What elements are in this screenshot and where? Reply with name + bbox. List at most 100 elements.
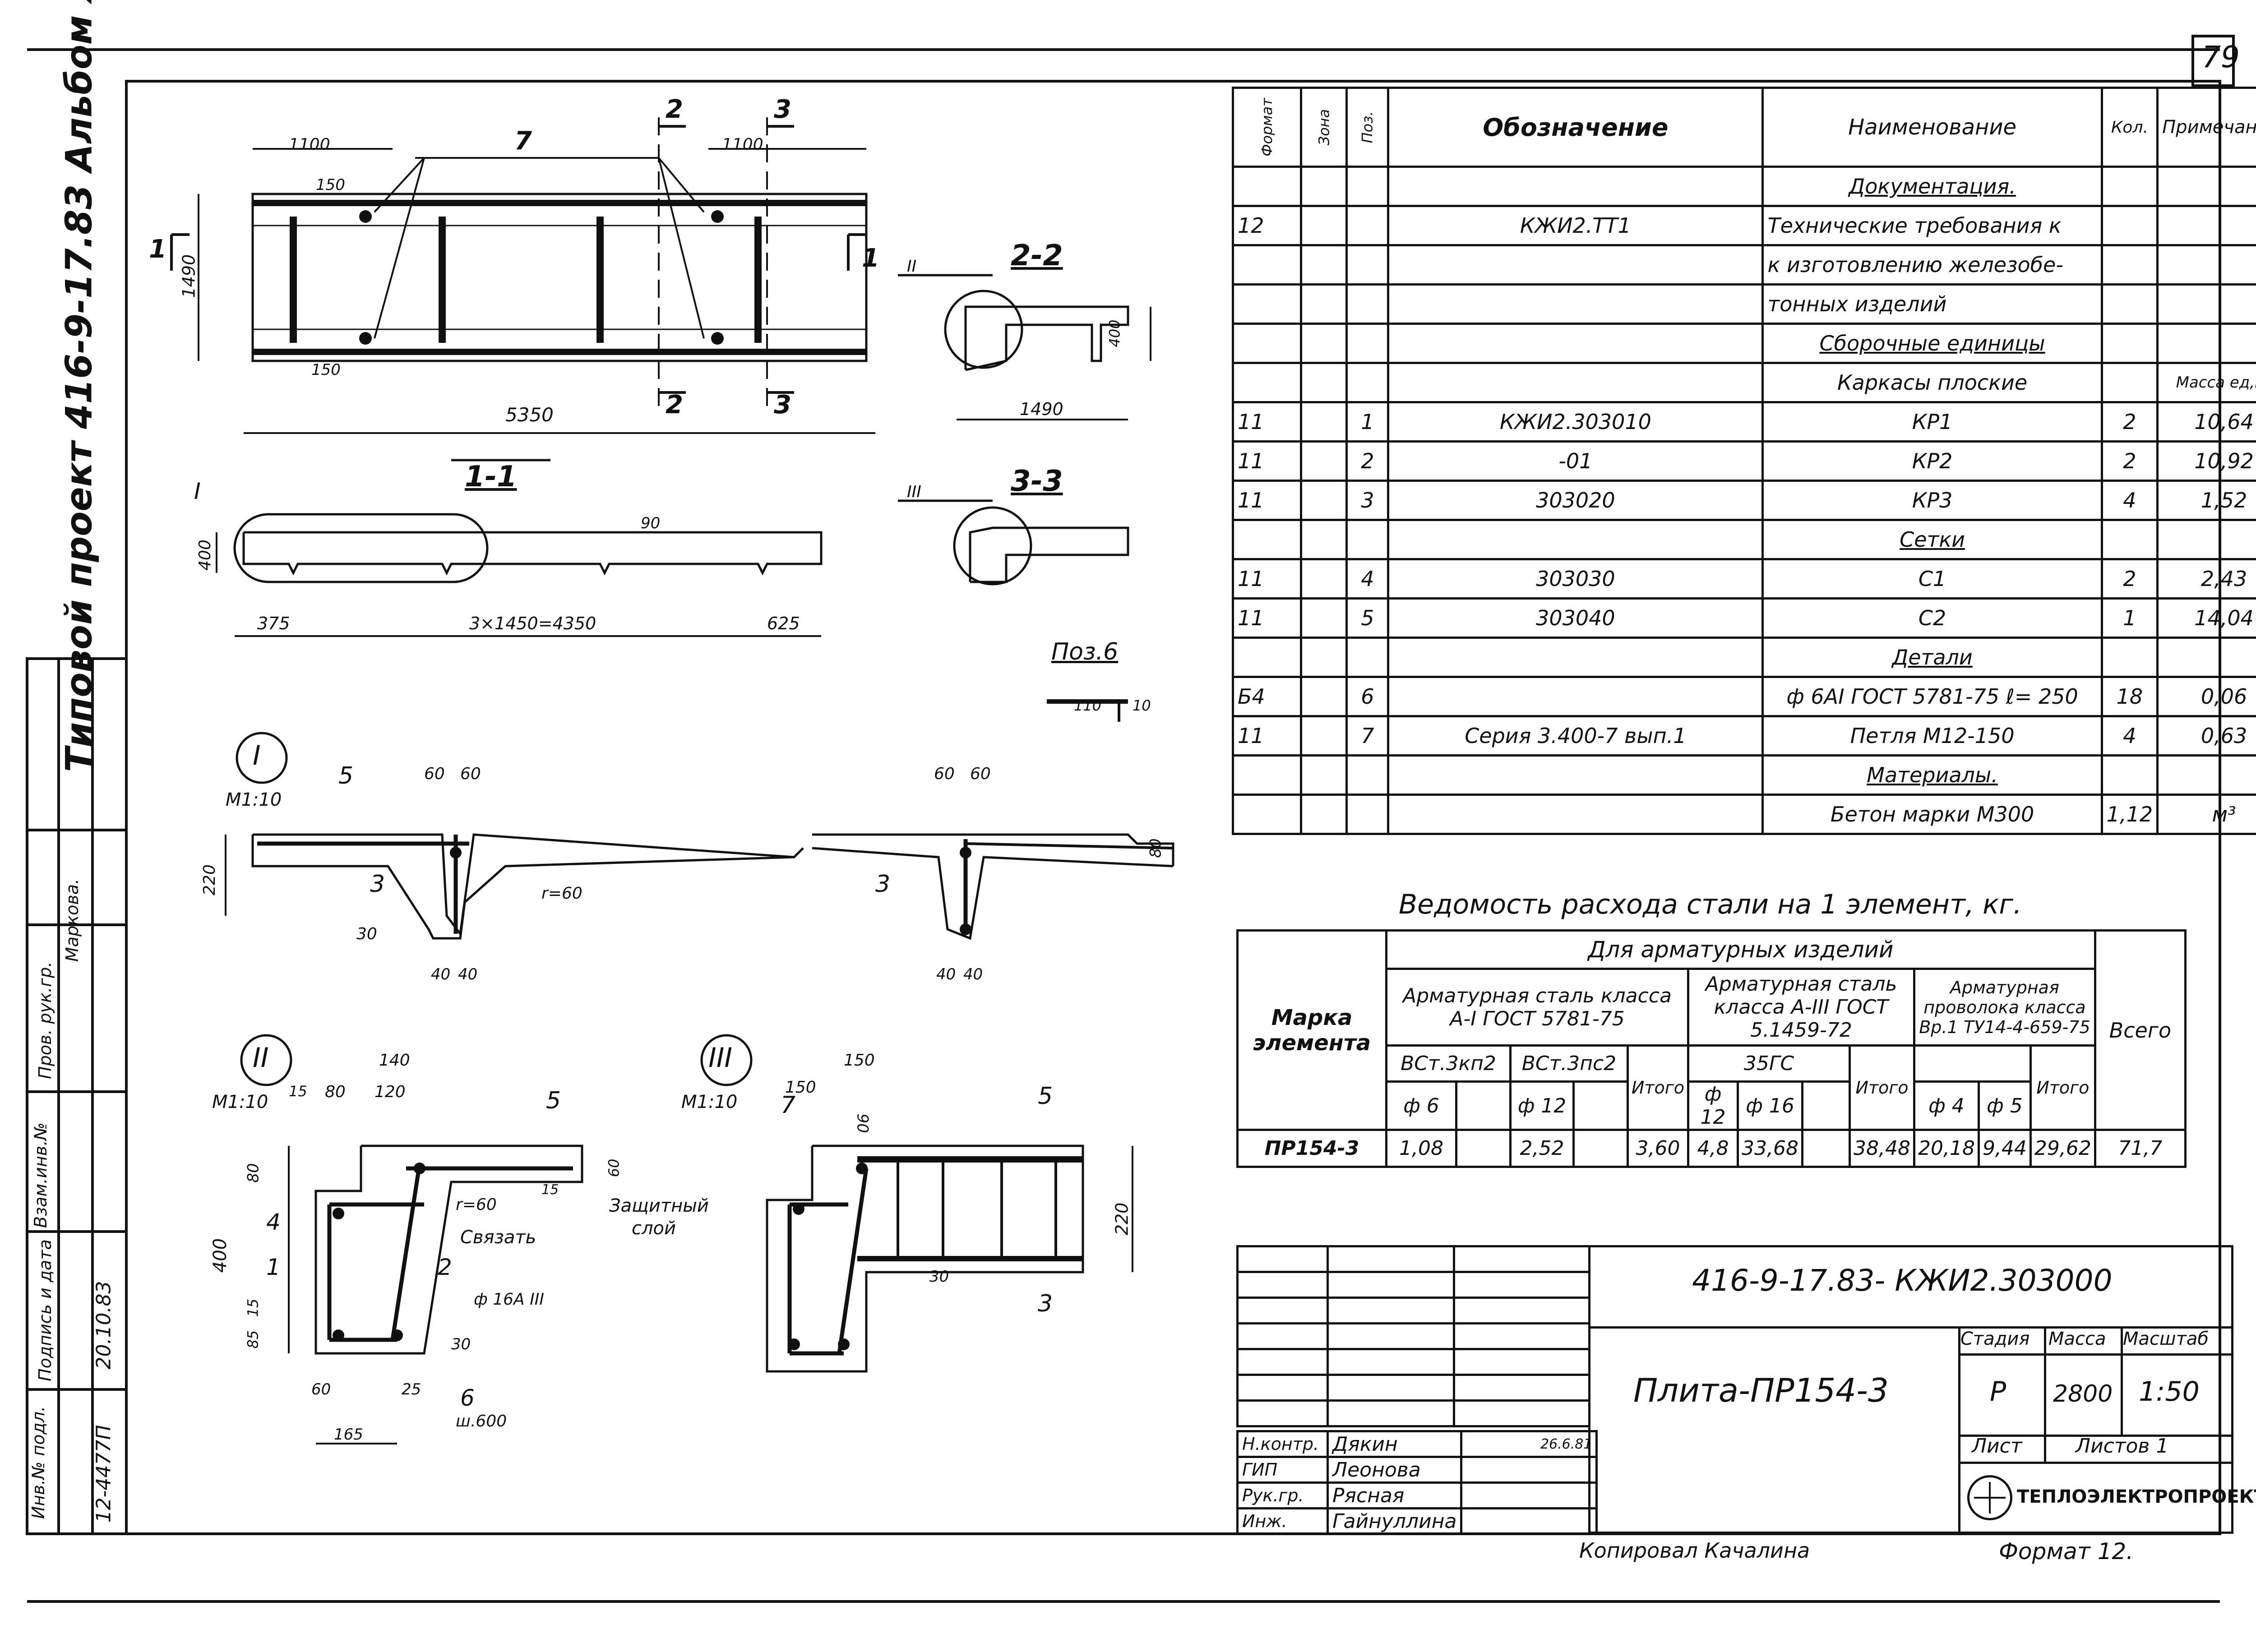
- side-stamp-label-inv-podl: Инв.№ подл.: [28, 1406, 48, 1519]
- spec-cell-qty: 18: [2100, 676, 2159, 717]
- plan-leader-7: 7: [514, 126, 532, 156]
- section-1-1-dim-90: 90: [641, 514, 661, 532]
- detail-2-label-pitch: ш.600: [456, 1412, 507, 1431]
- title-block-revision-row: [1236, 1245, 1590, 1273]
- detail-2-label-bar: ф 16А III: [474, 1290, 544, 1309]
- steel-value: 33,68: [1737, 1129, 1803, 1168]
- detail-1-dim-60-d: 60: [970, 765, 991, 783]
- detail-2-dim-80-side: 80: [244, 1163, 263, 1183]
- title-block-stage-header: Стадия: [1960, 1329, 2030, 1349]
- spec-cell-note: 0,63: [2156, 715, 2256, 757]
- detail-3-dim-90: 90: [853, 1113, 872, 1133]
- spec-cell-qty: [2100, 166, 2159, 207]
- detail-2-scale: М1:10: [212, 1092, 268, 1112]
- title-block-revision-cell: [1327, 1348, 1455, 1376]
- spec-cell-qty: [2100, 754, 2159, 796]
- steel-class-a3: Арматурная сталь класса А-III ГОСТ 5.145…: [1687, 968, 1915, 1047]
- section-2-2-dim-1490: 1490: [1020, 399, 1063, 419]
- signature-date: 26.6.81: [1460, 1430, 1598, 1458]
- org-logo-icon: [1967, 1475, 2012, 1520]
- steel-diameter-row: ф 6 ф 12 ф 12 ф 16 ф 4 ф 5: [1238, 1080, 2186, 1131]
- spec-cell-format: [1232, 323, 1302, 364]
- spec-header-format: Формат: [1232, 87, 1302, 168]
- detail-1-label-3-left: 3: [370, 871, 385, 898]
- spec-cell-note: [2156, 283, 2256, 325]
- detail-1-callout: I: [253, 740, 261, 771]
- signature-mark: [1460, 1481, 1598, 1509]
- spec-cell-zone: [1299, 323, 1348, 364]
- detail-1-dim-60-a: 60: [424, 765, 445, 783]
- detail-2-label-5: 5: [546, 1087, 561, 1114]
- side-stamp-label-signature: Подпись и дата: [35, 1239, 55, 1381]
- spec-cell-designation: [1387, 519, 1764, 560]
- poz6-dim-110: 110: [1074, 697, 1102, 714]
- title-block-signature-row: Рук.гр.Рясная: [1236, 1481, 1598, 1509]
- detail-2-callout: II: [253, 1042, 269, 1074]
- title-block-revision-cell: [1453, 1297, 1590, 1324]
- spec-cell-pos: [1345, 519, 1390, 560]
- spec-cell-name: ф 6АI ГОСТ 5781-75 ℓ= 250: [1761, 676, 2103, 717]
- signature-mark: [1460, 1456, 1598, 1484]
- spec-cell-qty: [2100, 519, 2159, 560]
- detail-1-dim-40-b: 40: [458, 965, 478, 983]
- steel-value: 1,08: [1385, 1129, 1457, 1168]
- title-block-revision-cell: [1236, 1297, 1329, 1324]
- title-block-code: 416-9-17.83- КЖИ2.303000: [1692, 1263, 2113, 1298]
- steel-class-row: Арматурная сталь класса А-I ГОСТ 5781-75…: [1238, 968, 2186, 1047]
- poz6-title: Поз.6: [1051, 638, 1119, 665]
- spec-cell-name: Каркасы плоские: [1761, 362, 2103, 403]
- spec-cell-name: Сборочные единицы: [1761, 323, 2103, 364]
- spec-cell-qty: 2: [2100, 440, 2159, 482]
- spec-cell-pos: 1: [1345, 401, 1390, 443]
- title-block-divider-7: [2121, 1326, 2123, 1435]
- side-stamp-date: 20.10.83: [92, 1281, 116, 1370]
- title-block-revision-cell: [1453, 1348, 1590, 1376]
- steel-class-bp1: Арматурная проволока класса Вр.1 ТУ14-4-…: [1913, 968, 2096, 1047]
- detail-3-scale: М1:10: [681, 1092, 738, 1112]
- spec-cell-designation: [1387, 323, 1764, 364]
- spec-cell-name: С1: [1761, 558, 2103, 600]
- plan-dim-5350: 5350: [505, 404, 554, 426]
- steel-value: 9,44: [1977, 1129, 2032, 1168]
- signature-name: Леонова: [1326, 1456, 1463, 1484]
- title-block-revision-cell: [1453, 1374, 1590, 1402]
- spec-cell-zone: [1299, 794, 1348, 835]
- detail-2-dim-30: 30: [451, 1335, 471, 1353]
- plan-section-mark-2-top: 2: [666, 95, 683, 124]
- title-block-revision-cell: [1327, 1297, 1455, 1324]
- steel-diam-16: ф 16: [1737, 1080, 1803, 1131]
- steel-class-a1: Арматурная сталь класса А-I ГОСТ 5781-75: [1385, 968, 1690, 1047]
- spec-cell-format: [1232, 519, 1302, 560]
- spec-cell-zone: [1299, 715, 1348, 757]
- spec-cell-zone: [1299, 754, 1348, 796]
- spec-cell-pos: [1345, 794, 1390, 835]
- detail-2-dim-120: 120: [374, 1083, 406, 1101]
- detail-1-dim-40-a: 40: [431, 965, 451, 983]
- spec-cell-note: 1,52: [2156, 480, 2256, 521]
- section-1-1-callout: I: [194, 478, 201, 504]
- spec-cell-zone: [1299, 401, 1348, 443]
- spec-row: Сетки: [1232, 519, 2256, 560]
- spec-cell-format: [1232, 283, 1302, 325]
- title-block-org: ТЕПЛОЭЛЕКТРОПРОЕКТ: [2017, 1486, 2256, 1507]
- spec-cell-note: [2156, 519, 2256, 560]
- signature-name: Рясная: [1326, 1481, 1463, 1509]
- detail-2-dim-15-side: 15: [244, 1298, 262, 1317]
- detail-1-dim-40-c: 40: [936, 965, 956, 983]
- title-block-sheet: Лист: [1972, 1435, 2022, 1458]
- spec-cell-name: Материалы.: [1761, 754, 2103, 796]
- spec-cell-name: КР1: [1761, 401, 2103, 443]
- steel-table-title: Ведомость расхода стали на 1 элемент, кг…: [1399, 889, 2022, 920]
- spec-cell-pos: [1345, 362, 1390, 403]
- spec-header-designation: Обозначение: [1387, 87, 1764, 168]
- side-stamp-label-prov: Пров. рук.гр.: [35, 961, 55, 1079]
- steel-grade-row: ВСт.3кп2 ВСт.3пс2 Итого 35ГС Итого Итого: [1238, 1044, 2186, 1131]
- spec-cell-format: 11: [1232, 715, 1302, 757]
- spec-cell-name: тонных изделий: [1761, 283, 2103, 325]
- spec-cell-zone: [1299, 597, 1348, 639]
- spec-cell-format: [1232, 166, 1302, 207]
